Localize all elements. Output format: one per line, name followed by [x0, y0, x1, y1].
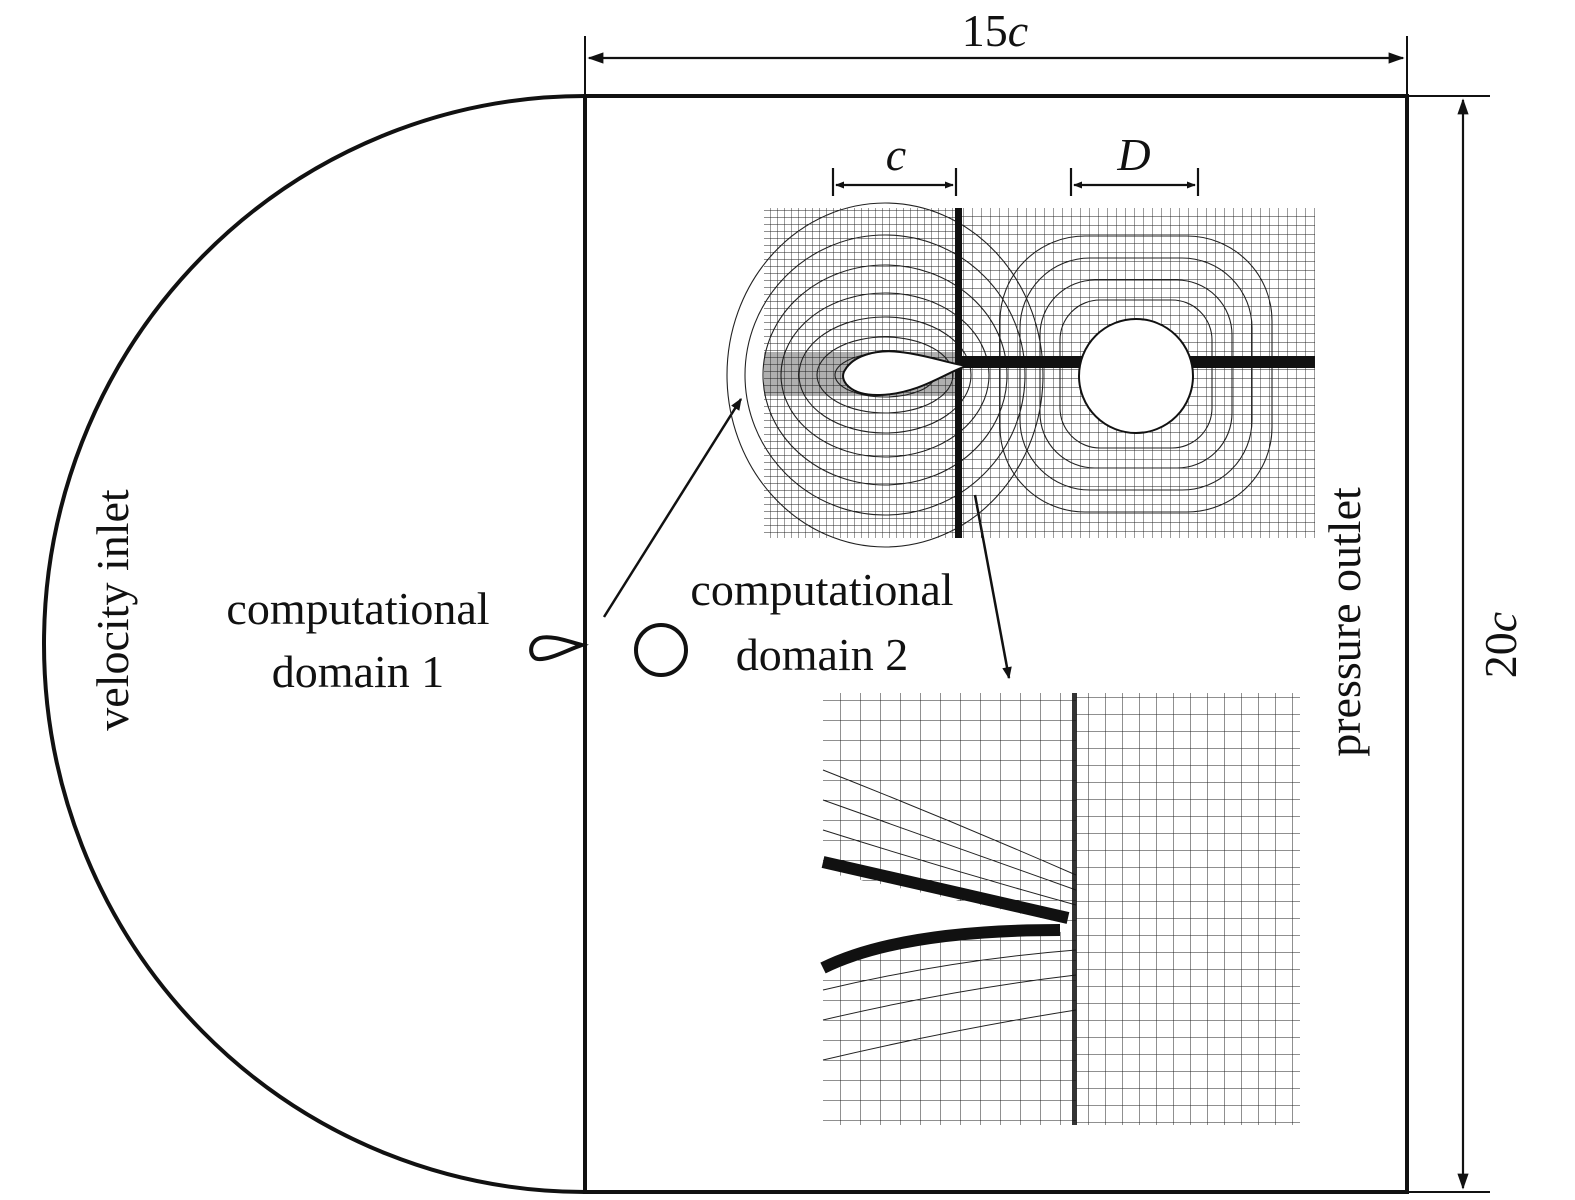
inlet-boundary-arc — [42, 94, 586, 1194]
width-dimension-label: 15c — [962, 5, 1028, 56]
domain1-label-line2: domain 1 — [272, 646, 444, 697]
airfoil-shape — [529, 635, 589, 662]
chord-dimension: c — [831, 129, 958, 196]
inlet-label: velocity inlet — [87, 489, 138, 731]
mesh-zoom — [820, 693, 1300, 1125]
diameter-dimension: D — [1069, 129, 1200, 196]
outlet-label: pressure outlet — [1319, 487, 1370, 757]
diameter-label: D — [1116, 129, 1150, 180]
width-dimension: 15c — [584, 5, 1408, 96]
cylinder-cutout — [1078, 318, 1194, 434]
domain1-label-line1: computational — [226, 583, 489, 634]
mesh-overview — [726, 202, 1315, 548]
domain2-label-line2: domain 2 — [736, 629, 908, 680]
trailing-edge-upper-surface — [821, 856, 1070, 924]
trailing-edge-lower-surface — [820, 924, 1061, 974]
chord-label: c — [886, 129, 906, 180]
height-dimension: 20c — [1407, 95, 1526, 1193]
cylinder-shape — [634, 623, 688, 677]
pointer-arrow-to-mesh — [602, 397, 743, 618]
airfoil-cutout — [842, 350, 968, 397]
domain2-label-line1: computational — [690, 564, 953, 615]
height-dimension-label: 20c — [1475, 612, 1526, 678]
